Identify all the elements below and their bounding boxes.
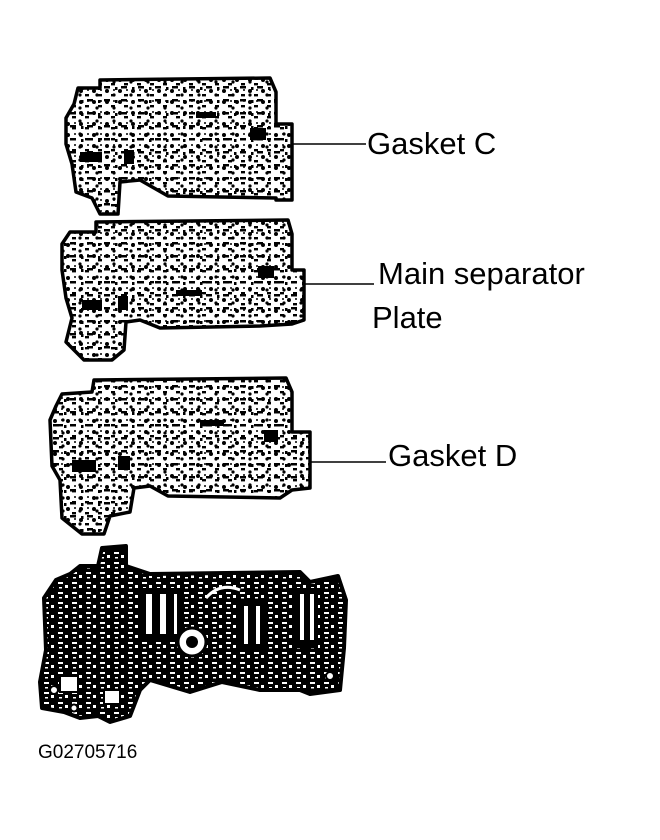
gasket-d-part [48, 376, 386, 536]
gasket-d-label: Gasket D [388, 438, 518, 473]
gasket-c-part [64, 76, 366, 216]
gasket-c-label: Gasket C [367, 126, 497, 161]
valve-body-part [38, 544, 348, 724]
main-separator-label-line1: Main separator [378, 256, 585, 291]
figure-id: G02705716 [38, 742, 138, 763]
main-separator-label-line2: Plate [372, 300, 443, 335]
main-separator-plate-part [60, 218, 374, 362]
